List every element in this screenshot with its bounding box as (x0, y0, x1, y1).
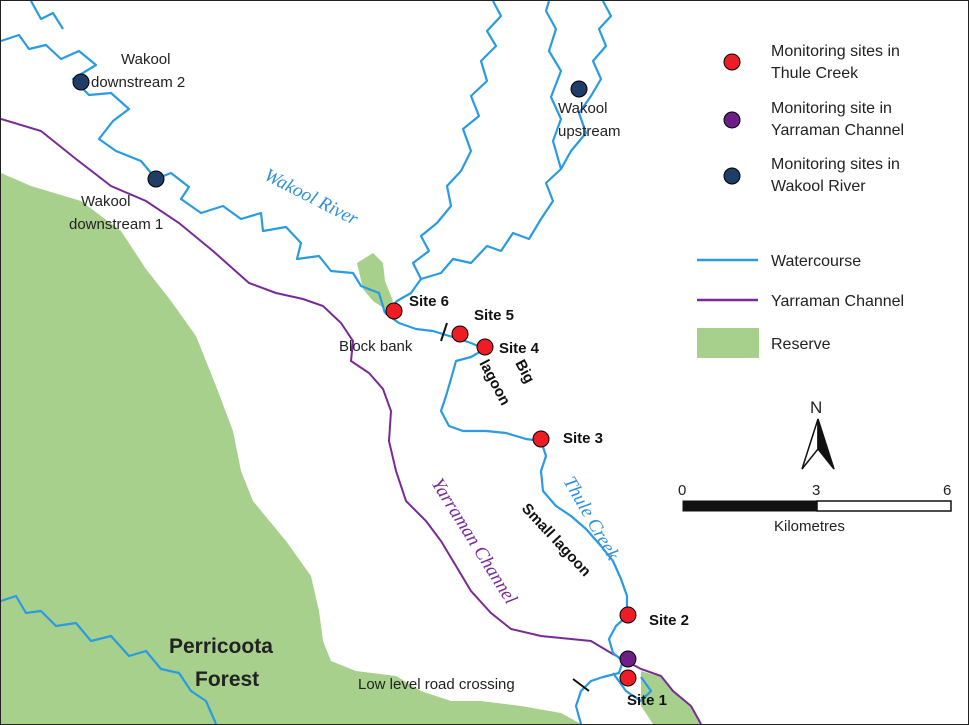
site-4-marker (476, 338, 494, 356)
wakool-sites: Wakool downstream 2 Wakool downstream 1 … (69, 51, 621, 233)
north-arrow-right-half (817, 418, 835, 470)
perricoota-label-line2: Forest (195, 668, 259, 691)
scale-bar-black-segment (682, 500, 818, 512)
wakool-upstream-label-line1: Wakool (558, 100, 607, 117)
wakool-upper-branch-right (420, 1, 613, 281)
legend-thule-label-line2: Thule Creek (771, 65, 859, 82)
wakool-downstream-1-label-line1: Wakool (81, 193, 130, 210)
thule-sites: Site 6 Site 5 Site 4 Site 3 Site 2 Site … (385, 293, 689, 709)
big-lagoon-label-line2: lagoon (475, 357, 513, 408)
site-2-marker (619, 606, 637, 624)
southwest-creek-line (1, 594, 218, 724)
wakool-downstream-2-label-line1: Wakool (121, 51, 170, 68)
scale-bar-unit: Kilometres (774, 518, 845, 535)
legend: Monitoring sites in Thule Creek Monitori… (697, 43, 904, 358)
scale-bar-tick-6: 6 (943, 482, 951, 499)
wakool-downstream-2-label-line2: downstream 2 (91, 74, 185, 91)
wakool-downstream-1-marker (147, 170, 165, 188)
legend-channel-label: Yarraman Channel (771, 293, 904, 310)
site-5-label: Site 5 (474, 307, 514, 324)
wakool-upper-branch-left (384, 1, 503, 314)
site-2-label: Site 2 (649, 612, 689, 629)
perricoota-label-line1: Perricoota (169, 635, 273, 658)
scale-bar-tick-0: 0 (678, 482, 686, 499)
legend-yarraman-label-line1: Monitoring site in (771, 100, 892, 117)
wakool-small-branch (544, 1, 563, 170)
wakool-river-line (1, 33, 387, 314)
watercourses (1, 1, 653, 724)
legend-thule-symbol (723, 53, 741, 71)
legend-watercourse-label: Watercourse (771, 253, 861, 270)
reserve-southeast (641, 671, 701, 724)
site-1-marker (619, 669, 637, 687)
north-arrow-label: N (810, 398, 822, 417)
scale-bar: 0 3 6 Kilometres (678, 482, 952, 535)
site-6-marker (385, 302, 403, 320)
site-3-label: Site 3 (563, 430, 603, 447)
site-4-label: Site 4 (499, 340, 540, 357)
big-lagoon-label-line1: Big (511, 357, 537, 386)
legend-wakool-label-line1: Monitoring sites in (771, 156, 900, 173)
wakool-upstream-label-line2: upstream (558, 123, 621, 140)
block-bank-label: Block bank (339, 338, 413, 355)
reserve-areas (1, 173, 701, 724)
scale-bar-white-segment (816, 500, 952, 512)
wakool-upstream-marker (570, 80, 588, 98)
legend-yarraman-symbol (723, 111, 741, 129)
reserve-small (357, 253, 393, 309)
legend-reserve-symbol (697, 328, 759, 358)
wakool-downstream-2-marker (72, 73, 90, 91)
road-crossing-marker (572, 678, 590, 692)
legend-reserve-label: Reserve (771, 336, 831, 353)
site-5-marker (451, 325, 469, 343)
north-arrow-left-half (801, 418, 819, 470)
north-arrow: N (801, 398, 835, 470)
legend-thule-label-line1: Monitoring sites in (771, 43, 900, 60)
legend-wakool-label-line2: Wakool River (771, 178, 866, 195)
southeast-loop-line (612, 672, 653, 703)
wakool-top-left-branch (30, 1, 64, 30)
legend-wakool-symbol (723, 167, 741, 185)
site-3-marker (532, 430, 550, 448)
site-1-label: Site 1 (627, 692, 667, 709)
wakool-downstream-1-label-line2: downstream 1 (69, 216, 163, 233)
yarraman-site-marker (619, 650, 637, 668)
legend-yarraman-label-line2: Yarraman Channel (771, 122, 904, 139)
wakool-river-label: Wakool River (261, 165, 362, 230)
block-bank-marker (440, 322, 448, 342)
reserve-main (1, 173, 581, 724)
scale-bar-tick-3: 3 (812, 482, 820, 499)
site-6-label: Site 6 (409, 293, 449, 310)
road-crossing-label: Low level road crossing (358, 676, 515, 693)
